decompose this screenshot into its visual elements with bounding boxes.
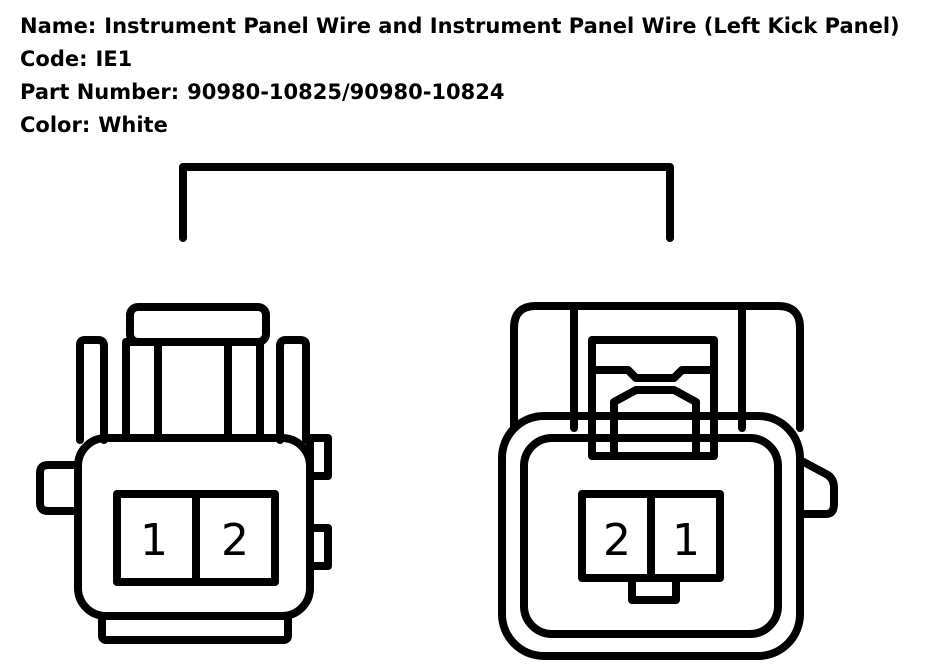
right-pin-2-label: 2 (603, 515, 631, 566)
code-label: Code: (20, 47, 88, 71)
right-outer-housing (510, 302, 804, 432)
right-latch-guide (570, 302, 746, 432)
right-key-notch (628, 574, 680, 604)
color-label: Color: (20, 113, 91, 137)
left-side-tab (36, 461, 82, 515)
left-side-rail-left (76, 336, 108, 444)
left-connector (36, 303, 332, 644)
left-pin-2-label: 2 (221, 515, 249, 566)
right-pin-1-label: 1 (672, 515, 700, 566)
right-lock-tongue (588, 366, 718, 382)
right-side-tab (796, 456, 838, 518)
left-side-rib-upper (306, 434, 332, 480)
left-side-rib-lower (306, 524, 332, 570)
connector-info: Name: Instrument Panel Wire and Instrumen… (20, 10, 900, 142)
part-number-value: 90980-10825/90980-10824 (187, 80, 505, 104)
left-latch-post-left (122, 338, 162, 442)
left-side-rail-right (276, 336, 310, 444)
mating-bracket (179, 163, 674, 242)
part-number-label: Part Number: (20, 80, 180, 104)
name-value: Instrument Panel Wire and Instrument Pan… (104, 14, 900, 38)
right-lock-window (588, 336, 718, 460)
right-connector (498, 302, 838, 660)
left-bottom-ledge (98, 612, 292, 644)
code-value: IE1 (95, 47, 133, 71)
left-pin-1-label: 1 (140, 515, 168, 566)
left-latch-post-right (224, 338, 264, 442)
right-body-outer (498, 412, 804, 660)
left-latch-bar (126, 303, 270, 346)
color-value: White (98, 113, 168, 137)
color-row: Color: White (20, 109, 900, 142)
right-lock-tongue-lower (610, 386, 700, 460)
code-row: Code: IE1 (20, 43, 900, 76)
name-row: Name: Instrument Panel Wire and Instrumen… (20, 10, 900, 43)
part-number-row: Part Number: 90980-10825/90980-10824 (20, 76, 900, 109)
name-label: Name: (20, 14, 97, 38)
right-body-inner (520, 434, 782, 638)
